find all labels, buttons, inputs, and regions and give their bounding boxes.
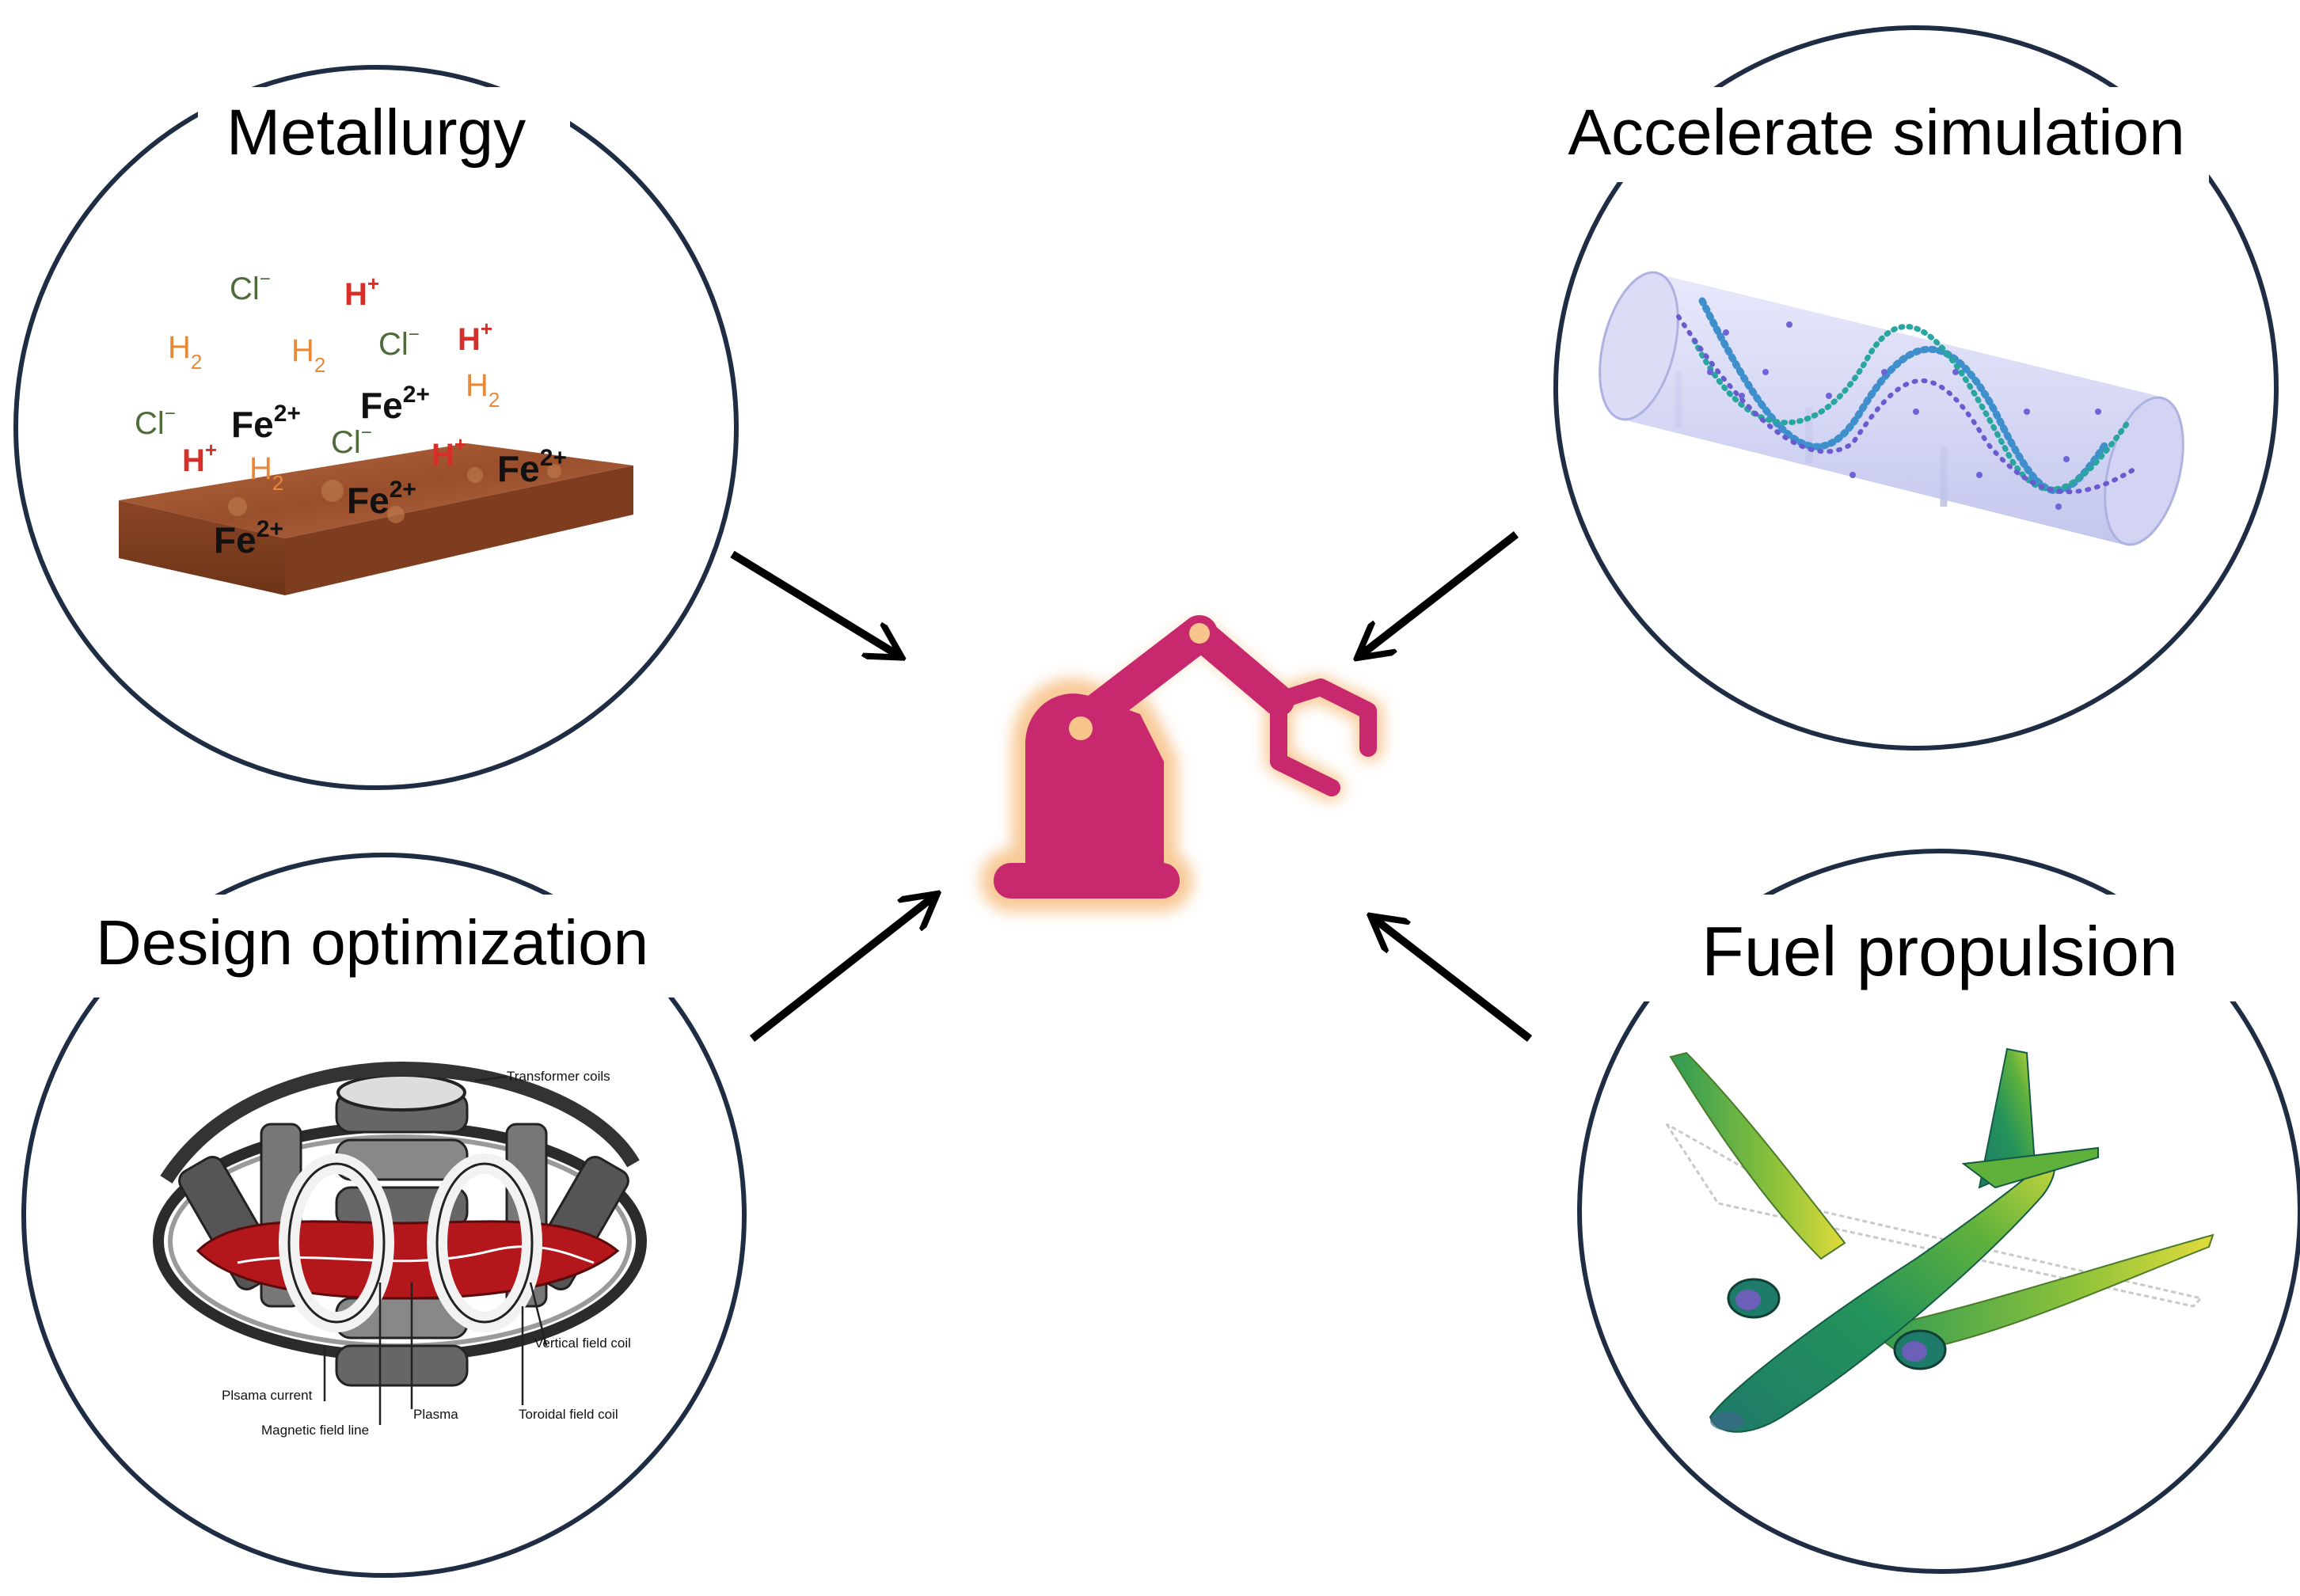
arrow-simulation-to-robot xyxy=(1360,531,1519,656)
h2-molecule-3: H2 xyxy=(466,368,500,412)
label-plasma: Plasma xyxy=(413,1407,458,1422)
rusted-iron-plate xyxy=(119,443,633,595)
fe-ion-3: Fe2+ xyxy=(497,445,567,489)
fe-ion-4: Fe2+ xyxy=(347,477,416,521)
particle-helix-2 xyxy=(1691,324,2133,492)
cl-ion-3: Cl− xyxy=(135,403,176,441)
arrow-propulsion-to-robot xyxy=(1374,918,1533,1042)
h-ion-1: H+ xyxy=(344,272,379,312)
simulation-title: Accelerate simulation xyxy=(1568,97,2184,169)
h2-molecule-4: H2 xyxy=(249,451,283,495)
particle-helix-3 xyxy=(1676,314,2140,495)
robot-shoulder-joint xyxy=(1069,716,1093,740)
tokamak-illustration xyxy=(153,1061,647,1425)
stabilizer xyxy=(1961,1146,2099,1189)
left-wing xyxy=(1669,1051,1846,1260)
airplane-illustration xyxy=(1665,1047,2214,1433)
h-ion-4: H+ xyxy=(431,432,466,473)
cl-ion-2: Cl− xyxy=(378,324,420,362)
right-wing xyxy=(1866,1233,2214,1355)
scattered-particles xyxy=(1707,321,2101,510)
metallurgy-title: Metallurgy xyxy=(226,97,526,169)
label-magnetic-field-line: Magnetic field line xyxy=(261,1423,369,1438)
fe-ion-2: Fe2+ xyxy=(360,382,430,426)
metallurgy-panel: Cl− Cl− Cl− Cl− H+ H+ H+ H+ H2 H2 H2 H2 … xyxy=(13,65,739,790)
propulsion-panel: Fuel propulsion xyxy=(1577,849,2300,1574)
cl-ion-4: Cl− xyxy=(331,422,372,460)
robot-elbow-joint xyxy=(1189,623,1210,644)
robot-gripper xyxy=(1270,678,1377,757)
arrows xyxy=(730,531,1533,1042)
h-ion-2: H+ xyxy=(458,317,492,357)
design-title: Design optimization xyxy=(96,907,648,978)
h2-molecule-1: H2 xyxy=(168,330,202,374)
h-ion-3: H+ xyxy=(182,438,217,478)
fe-ion-1: Fe2+ xyxy=(231,401,301,445)
robot-lower-arm xyxy=(1063,615,1218,743)
design-panel: Transformer coils Vertical field coil Pl… xyxy=(21,853,747,1578)
arrow-metallurgy-to-robot xyxy=(730,550,899,656)
simulation-panel: Accelerate simulation xyxy=(1552,25,2279,750)
label-plasma-current: Plsama current xyxy=(222,1388,313,1403)
cl-ion-1: Cl− xyxy=(230,268,271,306)
robot-base xyxy=(994,863,1180,899)
arrow-design-to-robot xyxy=(749,896,934,1042)
label-transformer-coils: Transformer coils xyxy=(507,1069,610,1084)
h2-molecule-2: H2 xyxy=(291,333,325,377)
label-toroidal-field-coil: Toroidal field coil xyxy=(519,1407,618,1422)
propulsion-title: Fuel propulsion xyxy=(1701,912,2178,990)
label-vertical-field-coil: Vertical field coil xyxy=(534,1336,631,1351)
engines xyxy=(1727,1278,1947,1370)
fe-ion-5: Fe2+ xyxy=(214,516,283,560)
robot-upper-arm xyxy=(1184,618,1294,716)
robot-body xyxy=(1025,694,1164,863)
metallurgy-circle xyxy=(13,65,739,790)
robot-arm-icon xyxy=(980,615,1383,912)
